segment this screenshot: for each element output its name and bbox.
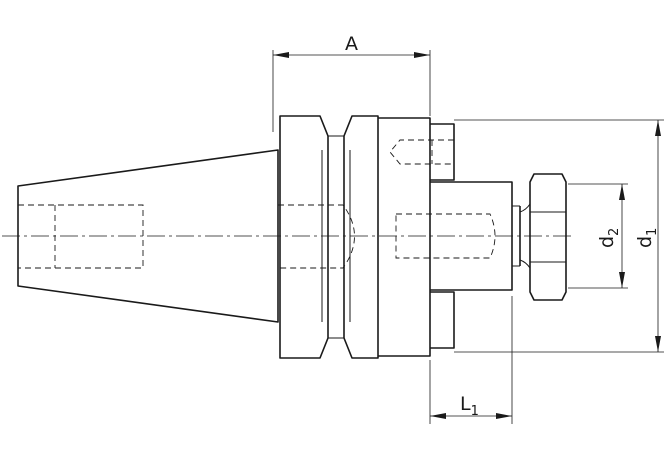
flange xyxy=(279,115,379,359)
dimension-d2: d2 xyxy=(596,184,625,288)
dimension-a: A xyxy=(273,33,430,58)
dimension-l1: L1 xyxy=(430,393,512,419)
clamping-screw xyxy=(519,173,567,301)
dimension-a-label: A xyxy=(345,33,358,55)
dimension-l1-label: L1 xyxy=(460,393,479,419)
dimension-d2-label: d2 xyxy=(596,228,622,248)
dimension-d1-label: d1 xyxy=(634,228,660,248)
dimension-d1: d1 xyxy=(634,120,661,352)
holder-body xyxy=(378,117,455,357)
extension-lines xyxy=(272,50,664,424)
pilot-spigot xyxy=(395,181,520,291)
